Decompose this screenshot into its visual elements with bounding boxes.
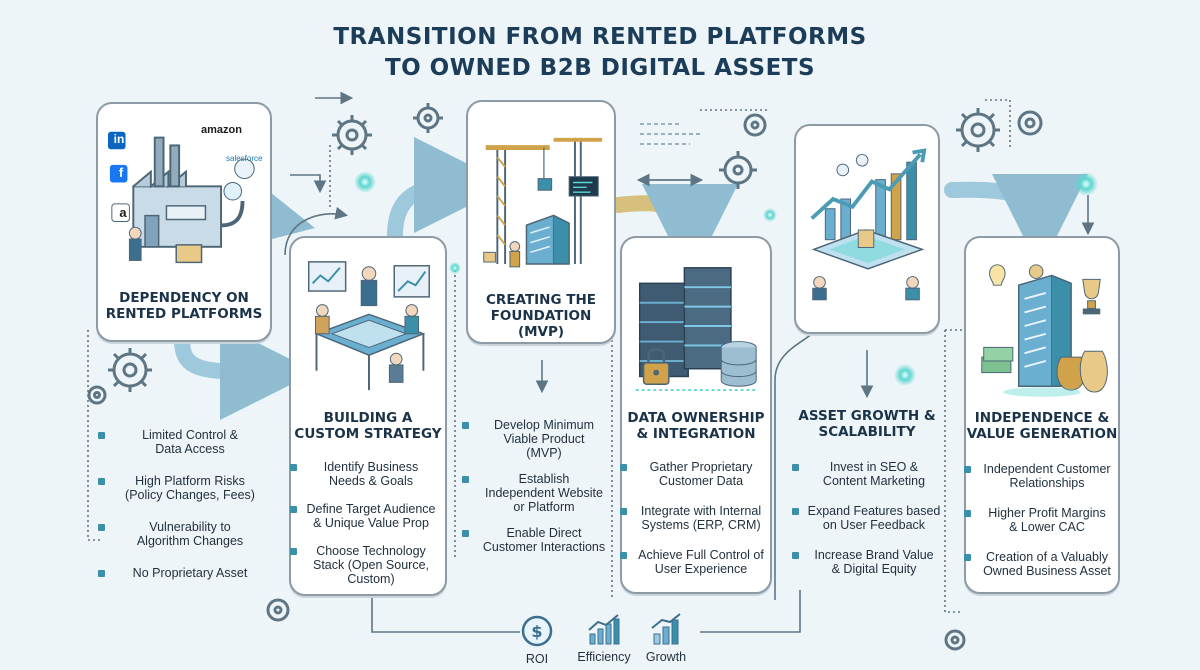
flow-arrow-3 — [387, 137, 510, 243]
list-item: High Platform Risks (Policy Changes, Fee… — [98, 474, 270, 502]
gear-icon — [266, 598, 290, 622]
growth-bars-icon — [648, 612, 684, 646]
metric-label: ROI — [525, 652, 549, 666]
stage-points-data-ownership: Gather Proprietary Customer Data Integra… — [620, 460, 770, 576]
stage-card-data-ownership: DATA OWNERSHIP & INTEGRATION — [620, 236, 772, 594]
factory-icon — [106, 116, 262, 284]
glow-node — [763, 208, 777, 222]
title-line-2: TO OWNED B2B DIGITAL ASSETS — [384, 55, 816, 81]
page-title: TRANSITION FROM RENTED PLATFORMS TO OWNE… — [0, 22, 1200, 84]
construction-crane-icon — [476, 116, 606, 280]
stage-points-strategy: Identify Business Needs & Goals Define T… — [290, 460, 440, 586]
title-line-1: TRANSITION FROM RENTED PLATFORMS — [333, 24, 867, 50]
metric-label: Efficiency — [577, 650, 631, 664]
list-item: Achieve Full Control of User Experience — [620, 548, 770, 576]
list-item: Independent Customer Relationships — [964, 462, 1118, 490]
metric-efficiency: Efficiency — [572, 612, 636, 664]
glow-node — [1074, 172, 1098, 196]
gear-icon — [413, 103, 443, 133]
efficiency-chart-icon — [586, 612, 622, 646]
flow-arrow-2 — [174, 323, 316, 420]
stage-title: BUILDING A CUSTOM STRATEGY — [294, 410, 442, 442]
list-item: Increase Brand Value & Digital Equity — [792, 548, 944, 576]
list-item: Identify Business Needs & Goals — [290, 460, 440, 488]
gear-icon — [332, 115, 372, 155]
glow-node — [449, 262, 461, 274]
stage-card-dependency: in f a amazon salesforce DEPENDENCY ON R… — [96, 102, 272, 342]
stage-title: DATA OWNERSHIP & INTEGRATION — [627, 410, 765, 442]
flow-arrow-5 — [944, 173, 1088, 270]
stage-card-growth — [794, 124, 940, 334]
list-item: Develop Minimum Viable Product (MVP) — [462, 418, 614, 460]
list-item: Creation of a Valuably Owned Business As… — [964, 550, 1118, 578]
gear-icon — [108, 348, 152, 392]
gear-icon — [719, 151, 757, 189]
stage-points-independence: Independent Customer Relationships Highe… — [964, 462, 1118, 578]
list-item: Integrate with Internal Systems (ERP, CR… — [620, 504, 770, 532]
glow-node — [894, 364, 916, 386]
team-meeting-icon — [299, 252, 437, 402]
facebook-logo: f — [118, 165, 124, 180]
gear-icon — [743, 113, 767, 137]
stage-points-foundation: Develop Minimum Viable Product (MVP) Est… — [462, 418, 614, 554]
stage-title-growth: ASSET GROWTH & SCALABILITY — [798, 408, 936, 440]
amazon-logo: amazon — [201, 124, 242, 136]
server-database-icon — [630, 252, 762, 402]
roi-coin-icon: $ — [519, 614, 555, 648]
list-item: Invest in SEO & Content Marketing — [792, 460, 944, 488]
list-item: Gather Proprietary Customer Data — [620, 460, 770, 488]
metric-growth: Growth — [640, 612, 692, 664]
gear-icon — [87, 385, 107, 405]
list-item: Enable Direct Customer Interactions — [462, 526, 614, 554]
stage-points-growth: Invest in SEO & Content Marketing Expand… — [792, 460, 944, 576]
list-item: Choose Technology Stack (Open Source, Cu… — [290, 544, 440, 586]
growth-chart-icon — [804, 138, 930, 324]
linkedin-logo: in — [113, 132, 125, 146]
list-item: Vulnerability to Algorithm Changes — [98, 520, 270, 548]
stage-title: DEPENDENCY ON RENTED PLATFORMS — [105, 290, 263, 322]
list-item: Higher Profit Margins & Lower CAC — [964, 506, 1118, 534]
stage-card-independence: INDEPENDENCE & VALUE GENERATION — [964, 236, 1120, 594]
list-item: Establish Independent Website or Platfor… — [462, 472, 614, 514]
list-item: Define Target Audience & Unique Value Pr… — [290, 502, 440, 530]
list-item: No Proprietary Asset — [98, 566, 270, 580]
salesforce-logo: salesforce — [226, 154, 263, 163]
stage-title: CREATING THE FOUNDATION (MVP) — [486, 292, 596, 340]
metric-label: Growth — [645, 650, 687, 664]
owned-building-icon — [974, 248, 1110, 404]
list-item: Limited Control & Data Access — [98, 428, 270, 456]
stage-card-foundation: CREATING THE FOUNDATION (MVP) — [466, 100, 616, 344]
glow-node — [354, 171, 376, 193]
gear-icon — [944, 629, 966, 651]
flow-arrow-4 — [610, 183, 738, 280]
stage-title: INDEPENDENCE & VALUE GENERATION — [966, 410, 1118, 442]
gear-icon — [1017, 110, 1043, 136]
svg-text:$: $ — [531, 622, 542, 641]
amazon-small-logo: a — [119, 205, 127, 220]
list-item: Expand Features based on User Feedback — [792, 504, 944, 532]
metric-roi: $ ROI — [515, 614, 559, 666]
stage-points-dependency: Limited Control & Data Access High Platf… — [98, 428, 270, 580]
gear-icon — [956, 108, 1000, 152]
